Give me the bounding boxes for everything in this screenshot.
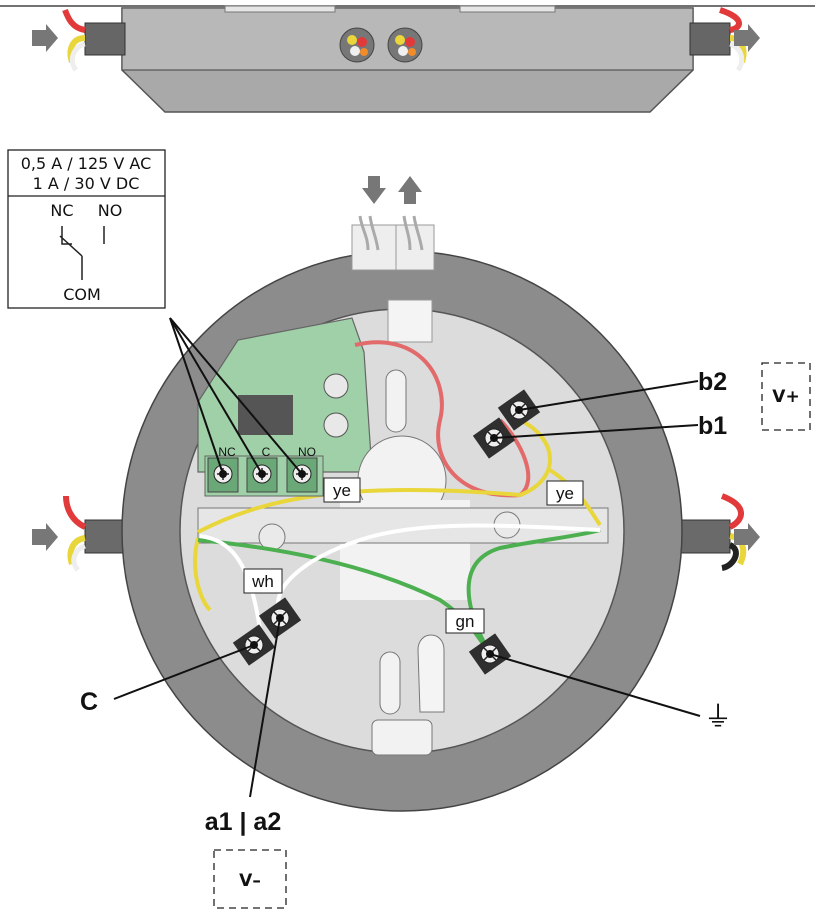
- label-b1: b1: [698, 412, 727, 440]
- label-c: C: [80, 688, 98, 716]
- wire-label-wh-text: wh: [251, 572, 274, 591]
- rating-ac: 0,5 A / 125 V AC: [21, 154, 152, 173]
- wire-yellow-left: [193, 537, 212, 612]
- terminal-nc-label: NC: [218, 445, 236, 459]
- arrow-out-top-icon: [734, 24, 760, 52]
- voltage-negative-label: V–: [239, 871, 261, 891]
- terminal-no-label: NO: [298, 445, 316, 459]
- relay-com-label: COM: [63, 285, 101, 304]
- side-view-clip-left: [224, 5, 336, 13]
- side-cable-gland-left: [339, 27, 375, 63]
- wire-yellow-top: [197, 418, 552, 534]
- wire-label-ye-left: ye: [323, 477, 361, 503]
- wire-label-gn: gn: [445, 608, 485, 634]
- ground-icon: ⏚: [704, 701, 732, 732]
- voltage-box-positive: V+: [761, 362, 811, 431]
- wire-label-wh: wh: [243, 568, 283, 594]
- wire-label-ye-left-text: ye: [333, 481, 351, 500]
- side-view-clip-right: [459, 5, 556, 13]
- voltage-box-negative: V–: [213, 849, 287, 909]
- side-cable-gland-right: [387, 27, 423, 63]
- wire-label-gn-text: gn: [456, 612, 475, 631]
- arrow-in-top-icon: [32, 24, 58, 52]
- label-b2: b2: [698, 368, 727, 396]
- side-view: [0, 5, 815, 113]
- rating-dc: 1 A / 30 V DC: [33, 174, 140, 193]
- top-cable-entry: [351, 215, 435, 343]
- arrow-down-icon: [362, 176, 386, 204]
- callout-lines: [113, 317, 701, 798]
- arrow-in-main-icon: [32, 523, 58, 551]
- wire-label-ye-right: ye: [546, 480, 584, 506]
- voltage-positive-label: V+: [772, 387, 799, 407]
- side-cable-left: [62, 8, 126, 72]
- relay-nc-label: NC: [50, 201, 73, 220]
- arrow-out-main-icon: [734, 523, 760, 551]
- wire-label-ye-right-text: ye: [556, 484, 574, 503]
- wire-red: [354, 340, 531, 498]
- relay-no-label: NO: [98, 201, 123, 220]
- relay-component: [238, 395, 293, 435]
- arrow-up-icon: [398, 176, 422, 204]
- label-a1-a2: a1 | a2: [205, 808, 282, 836]
- wire-white: [276, 523, 601, 613]
- relay-info-box: 0,5 A / 125 V AC 1 A / 30 V DC NC NO COM: [7, 149, 166, 309]
- terminal-c-label: C: [262, 445, 271, 459]
- relay-switch-symbol: [59, 226, 83, 280]
